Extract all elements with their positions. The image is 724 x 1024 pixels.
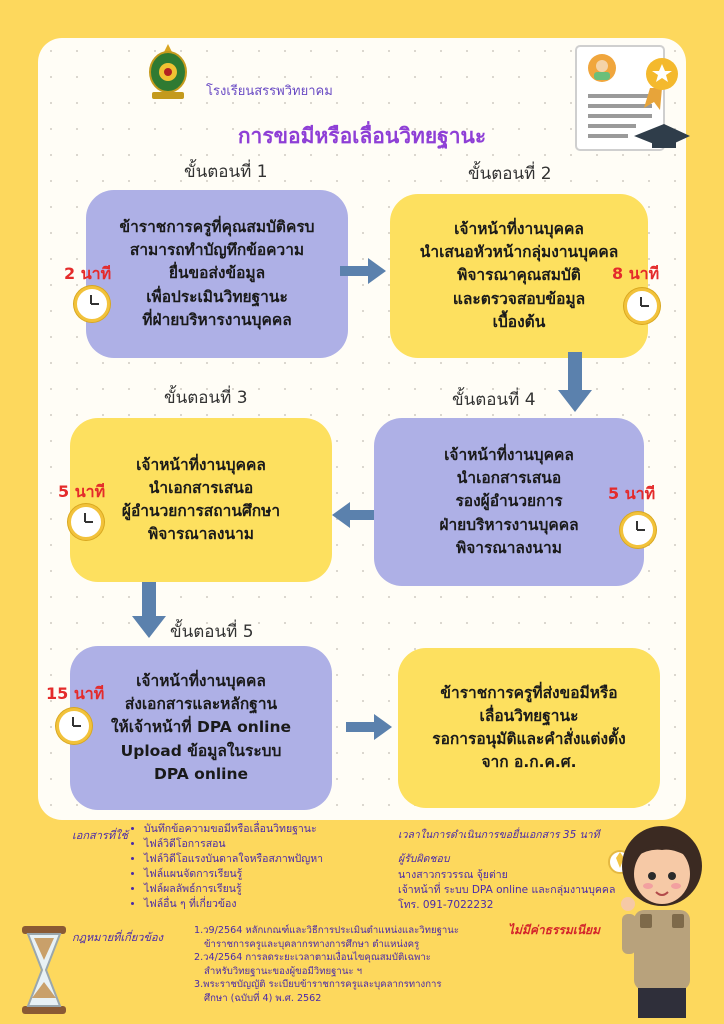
step-3-line: ผู้อำนวยการสถานศึกษา: [121, 502, 281, 520]
step-4-line: พิจารณาลงนาม: [455, 538, 562, 557]
step-2-line: และตรวจสอบข้อมูล: [452, 289, 586, 308]
arrow-down-icon: [132, 582, 166, 638]
step-2-box: เจ้าหน้าที่งานบุคคล นำเสนอหัวหน้ากลุ่มงา…: [390, 194, 648, 358]
clock-icon: [620, 512, 656, 548]
law-number: 2.: [194, 952, 204, 964]
documents-heading: เอกสารที่ใช้: [72, 829, 128, 842]
step-5-line: DPA online: [153, 764, 249, 783]
law-item: ว4/2564 การลดระยะเวลาตามเงื่อนไขคุณสมบัต…: [203, 952, 431, 964]
document-item: ไฟล์ผลลัพธ์การเรียนรู้: [144, 882, 323, 897]
responsible-name: นางสาวกรวรรณ จุ้ยต่าย: [398, 869, 508, 881]
step-1-line: ยื่นขอส่งข้อมูล: [168, 264, 266, 283]
teacher-illustration: [608, 826, 702, 1018]
clock-icon: [68, 504, 104, 540]
step-5-label: ขั้นตอนที่ 5: [170, 622, 254, 642]
step-3-label: ขั้นตอนที่ 3: [164, 388, 248, 408]
arrow-right-icon: [346, 714, 392, 740]
step-5-line: เจ้าหน้าที่งานบุคคล: [136, 671, 266, 690]
step-2-time: 8 นาที: [612, 264, 660, 283]
step-4-label: ขั้นตอนที่ 4: [452, 390, 536, 410]
step-2-line: พิจารณาคุณสมบัติ: [457, 266, 581, 285]
step-3-line: นำเอกสารเสนอ: [148, 478, 254, 497]
step-1-line: เพื่อประเมินวิทยฐานะ: [146, 287, 288, 306]
responsible-role: เจ้าหน้าที่ ระบบ DPA online และกลุ่มงานบ…: [398, 883, 616, 896]
step-2-line: เบื้องต้น: [492, 312, 546, 331]
clock-icon: [624, 288, 660, 324]
step-2-label: ขั้นตอนที่ 2: [468, 164, 552, 184]
step-5-line: ส่งเอกสารและหลักฐาน: [124, 695, 278, 714]
arrow-left-icon: [332, 502, 378, 528]
final-line: เลื่อนวิทยฐานะ: [479, 706, 579, 725]
laws-heading: กฎหมายที่เกี่ยวข้อง: [72, 931, 163, 944]
fee-note: ไม่มีค่าธรรมเนียม: [508, 923, 600, 937]
step-3-line: พิจารณาลงนาม: [148, 525, 254, 544]
step-5-line: ให้เจ้าหน้าที่ DPA online: [110, 718, 292, 737]
document-item: ไฟล์วิดีโอแรงบันดาลใจหรือสภาพปัญหา: [144, 852, 323, 867]
document-item: บันทึกข้อความขอมีหรือเลื่อนวิทยฐานะ: [144, 822, 323, 837]
document-item: ไฟล์แผนจัดการเรียนรู้: [144, 867, 323, 882]
law-number: 3.: [194, 979, 204, 991]
final-box: ข้าราชการครูที่ส่งขอมีหรือ เลื่อนวิทยฐาน…: [398, 648, 660, 808]
step-3-box: เจ้าหน้าที่งานบุคคล นำเอกสารเสนอ ผู้อำนว…: [70, 418, 332, 582]
document-item: ไฟล์อื่น ๆ ที่เกี่ยวข้อง: [144, 897, 323, 912]
law-item: ว9/2564 หลักเกณฑ์และวิธีการประเมินตำแหน่…: [203, 925, 459, 936]
final-line: รอการอนุมัติและคำสั่งแต่งตั้ง: [432, 730, 626, 748]
step-1-line: ที่ฝ่ายบริหารงานบุคคล: [142, 310, 292, 329]
certificate-icon: [575, 45, 690, 151]
laws-list: 1.ว9/2564 หลักเกณฑ์และวิธีการประเมินตำแห…: [194, 924, 459, 1006]
responsible-details: นางสาวกรวรรณ จุ้ยต่าย เจ้าหน้าที่ ระบบ D…: [398, 868, 615, 913]
step-5-box: เจ้าหน้าที่งานบุคคล ส่งเอกสารและหลักฐาน …: [70, 646, 332, 810]
step-3-line: เจ้าหน้าที่งานบุคคล: [136, 455, 266, 474]
step-2-line: นำเสนอหัวหน้ากลุ่มงานบุคคล: [419, 243, 619, 262]
step-4-line: นำเอกสารเสนอ: [456, 469, 562, 488]
final-line: จาก อ.ก.ค.ศ.: [481, 753, 577, 772]
responsible-heading: ผู้รับผิดชอบ: [398, 853, 450, 865]
school-logo: [149, 44, 187, 99]
law-item: ศึกษา (ฉบับที่ 4) พ.ศ. 2562: [204, 993, 322, 1005]
document-item: ไฟล์วิดีโอการสอน: [144, 837, 323, 852]
step-1-line: ข้าราชการครูที่คุณสมบัติครบ: [119, 217, 315, 236]
step-1-box: ข้าราชการครูที่คุณสมบัติครบ สามารถทำบัญท…: [86, 190, 348, 358]
law-number: 1.: [194, 925, 204, 936]
arrow-right-icon: [340, 258, 386, 284]
step-1-time: 2 นาที: [64, 264, 112, 283]
step-4-line: ฝ่ายบริหารงานบุคคล: [439, 515, 579, 534]
law-item: พระราชบัญญัติ ระเบียบข้าราชการครูและบุคล…: [203, 979, 442, 991]
step-4-time: 5 นาที: [608, 484, 656, 503]
step-1-line: สามารถทำบัญทึกข้อความ: [129, 241, 305, 260]
step-4-line: เจ้าหน้าที่งานบุคคล: [444, 445, 574, 464]
step-4-line: รองผู้อำนวยการ: [455, 492, 563, 511]
step-5-line: Upload ข้อมูลในระบบ: [120, 741, 282, 760]
step-4-box: เจ้าหน้าที่งานบุคคล นำเอกสารเสนอ รองผู้อ…: [374, 418, 644, 586]
step-5-time: 15 นาที: [46, 684, 105, 703]
clock-icon: [74, 286, 110, 322]
total-time: เวลาในการดำเนินการขอยื่นเอกสาร 35 นาที: [398, 829, 600, 841]
final-line: ข้าราชการครูที่ส่งขอมีหรือ: [440, 683, 618, 702]
law-item: ข้าราชการครูและบุคลากรทางการศึกษา ตำแหน่…: [204, 938, 420, 950]
documents-list: บันทึกข้อความขอมีหรือเลื่อนวิทยฐานะ ไฟล์…: [130, 822, 323, 911]
page-title: การขอมีหรือเลื่อนวิทยฐานะ: [237, 124, 487, 148]
arrow-down-icon: [558, 352, 592, 412]
step-3-time: 5 นาที: [58, 482, 106, 501]
law-item: สำหรับวิทยฐานะของผู้ขอมีวิทยฐานะ ฯ: [204, 965, 362, 977]
step-1-label: ขั้นตอนที่ 1: [184, 162, 268, 182]
school-name: โรงเรียนสรรพวิทยาคม: [206, 84, 333, 99]
clock-icon: [56, 708, 92, 744]
responsible-phone: โทร. 091-7022232: [398, 898, 494, 911]
step-2-line: เจ้าหน้าที่งานบุคคล: [454, 219, 584, 238]
hourglass-icon: [22, 926, 66, 1014]
